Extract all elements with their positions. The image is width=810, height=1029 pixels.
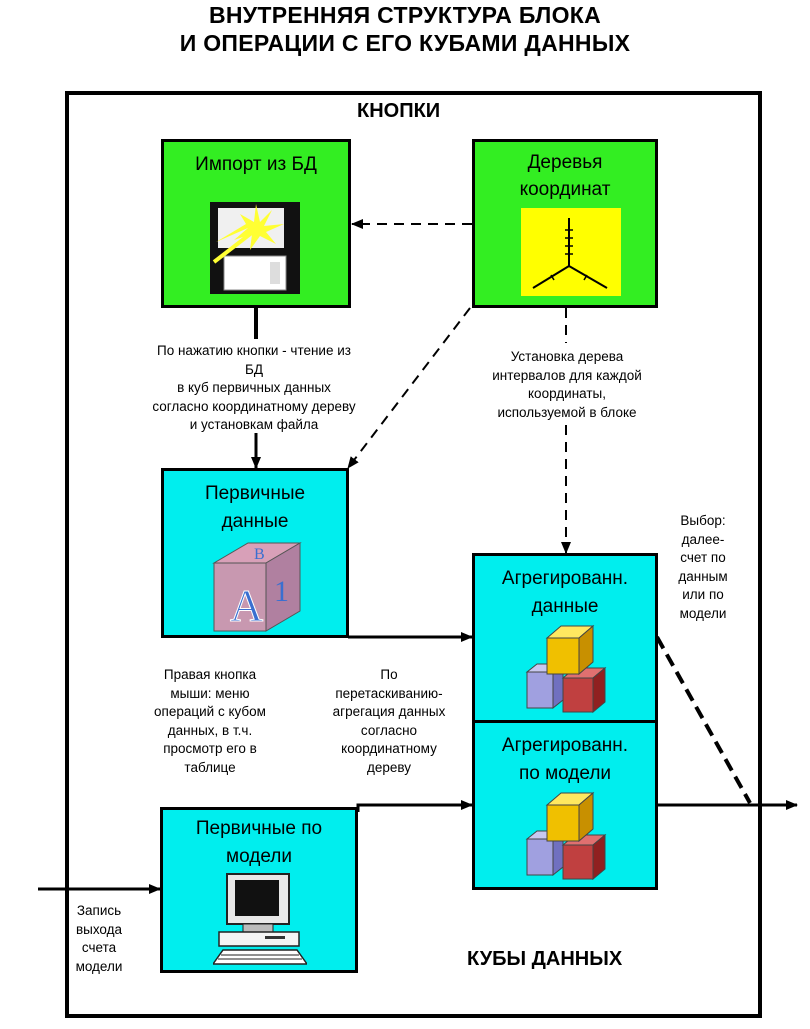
diagram-title-line1: ВНУТРЕННЯЯ СТРУКТУРА БЛОКА bbox=[208, 2, 602, 28]
primary-model-label-1: Первичные по bbox=[195, 818, 323, 839]
trees-button-label-2: координат bbox=[519, 179, 611, 200]
aggregated-model-label-1: Агрегированн. bbox=[501, 735, 629, 756]
aggregated-model-cube[interactable]: Агрегированн. по модели bbox=[472, 720, 658, 890]
block-frame bbox=[65, 91, 762, 1018]
svg-text:1: 1 bbox=[274, 575, 289, 608]
note-tree-setup: Установка дерева интервалов для каждой к… bbox=[492, 349, 642, 420]
aggregated-data-label-1: Агрегированн. bbox=[501, 568, 629, 589]
primary-data-label-2: данные bbox=[221, 511, 289, 532]
cubes-icon bbox=[523, 789, 619, 888]
primary-model-cube[interactable]: Первичные по модели bbox=[160, 807, 358, 973]
svg-text:B: B bbox=[254, 546, 265, 563]
primary-model-label-2: модели bbox=[226, 846, 292, 867]
arrow-primarymodel-to-aggmodel bbox=[356, 800, 473, 812]
floppy-disk-icon bbox=[210, 202, 300, 299]
svg-text:A: A bbox=[230, 580, 263, 631]
aggregated-data-label-2: данные bbox=[531, 596, 599, 617]
primary-data-cube[interactable]: Первичные данные A 1 B bbox=[161, 468, 349, 638]
aggregated-data-cube[interactable]: Агрегированн. данные bbox=[472, 553, 658, 723]
primary-data-label-1: Первичные bbox=[204, 483, 306, 504]
cubes-icon bbox=[523, 622, 619, 721]
note-write-output: Запись выхода счета модели bbox=[75, 903, 123, 974]
diagram-title-line2: И ОПЕРАЦИИ С ЕГО КУБАМИ ДАННЫХ bbox=[179, 30, 631, 56]
section-cubes-label: КУБЫ ДАННЫХ bbox=[467, 948, 623, 970]
aggregated-model-label-2: по модели bbox=[518, 763, 612, 784]
note-choice: Выбор: далее- счет по данным или по моде… bbox=[678, 513, 728, 621]
import-button-label: Импорт из БД bbox=[195, 154, 317, 175]
note-drag: По перетаскиванию- агрегация данных согл… bbox=[332, 667, 446, 775]
alphabet-block-icon: A 1 B bbox=[208, 537, 304, 640]
note-right-click: Правая кнопка мыши: меню операций с кубо… bbox=[154, 667, 266, 775]
note-import-read: По нажатию кнопки - чтение из БД в куб п… bbox=[152, 343, 356, 432]
section-buttons-label: КНОПКИ bbox=[357, 100, 441, 122]
trees-button-label-1: Деревья bbox=[527, 152, 603, 173]
computer-icon bbox=[211, 872, 309, 973]
import-button[interactable]: Импорт из БД bbox=[161, 139, 351, 308]
arrow-aggregated-to-output bbox=[655, 636, 752, 804]
trees-button[interactable]: Деревья координат bbox=[472, 139, 658, 308]
coordinate-tree-icon bbox=[521, 208, 621, 301]
